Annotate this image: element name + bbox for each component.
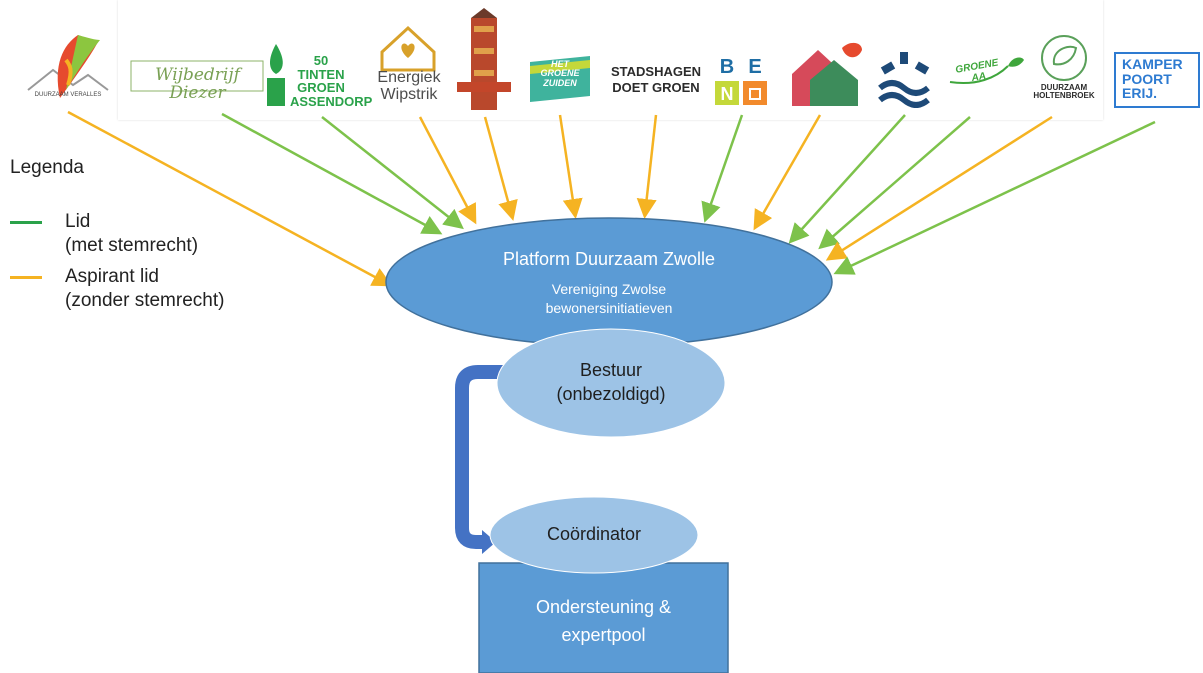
duurzaam-veralles-logo: DUURZAAM VERALLES: [18, 30, 118, 108]
membership-arrows: [67, 110, 1156, 287]
50-tinten-groen-logo: 50 TINTEN GROEN ASSENDORP: [264, 42, 373, 109]
legend-title: Legenda: [10, 157, 84, 178]
svg-text:E: E: [748, 56, 761, 78]
50-tinten-groen-text: 50 TINTEN GROEN ASSENDORP: [290, 53, 373, 109]
svg-text:B: B: [720, 56, 734, 78]
legend-member-swatch: [10, 221, 42, 224]
energiek-wipstrik-text: Energiek Wipstrik: [377, 69, 441, 103]
kamperpoort-erij-logo: KAMPER POORT ERIJ.: [1114, 52, 1200, 108]
arrow-bene: [701, 114, 744, 223]
connector-arrowhead: [482, 530, 496, 554]
legend-aspirant-label: Aspirant lid (zonder stemrecht): [65, 266, 225, 311]
arrow-lighthouse: [483, 116, 518, 221]
stadshagen-doet-groen-text: STADSHAGEN DOET GROEN: [610, 64, 702, 96]
support-label: Ondersteuning & expertpool: [535, 597, 672, 645]
arrow-het-groene-zuiden: [558, 114, 583, 219]
arrow-stadshagen-doet-groen: [636, 114, 658, 219]
coordinator-label: Coördinator: [546, 524, 642, 544]
arrow-groene-aa: [818, 116, 971, 250]
wijbedrijf-diezer-logo: Wijbedrijf Diezer: [130, 55, 265, 102]
platform-title: Platform Duurzaam Zwolle: [502, 249, 716, 269]
arrow-kamperpoort-erij: [833, 120, 1156, 275]
duurzaam-holtenbroek-logo: DUURZAAM HOLTENBROEK: [1024, 32, 1104, 110]
svg-text:N: N: [721, 84, 734, 104]
duurzaam-holtenbroek-text: DUURZAAM HOLTENBROEK: [1033, 83, 1095, 101]
platform-subtitle: Vereniging Zwolse bewonersinitiatieven: [545, 281, 673, 316]
groene-aa-logo: GROENE AA: [946, 52, 1028, 94]
legend-member-label: Lid (met stemrecht): [65, 211, 199, 256]
arrow-duurzaam-veralles: [67, 110, 393, 287]
wijbedrijf-diezer-text: Wijbedrijf Diezer: [155, 65, 240, 103]
coordinator-ellipse: [489, 496, 699, 574]
arrow-green-houses: [753, 114, 822, 231]
arrow-wijbedrijf-diezer: [221, 112, 443, 235]
stadshagen-doet-groen-logo: STADSHAGEN DOET GROEN: [602, 62, 710, 102]
legend-aspirant-swatch: [10, 276, 42, 279]
kamperpoort-erij-text: KAMPER POORT ERIJ.: [1122, 56, 1183, 102]
lighthouse-logo: [455, 8, 513, 114]
arrow-dots-wave: [788, 114, 906, 244]
het-groene-zuiden-logo: HET GROENE ZUIDEN: [528, 56, 592, 108]
dots-wave-logo: [870, 48, 940, 108]
arrow-energiek-wipstrik: [418, 116, 477, 225]
duurzaam-veralles-text: DUURZAAM VERALLES: [34, 92, 102, 98]
het-groene-zuiden-text: HET GROENE ZUIDEN: [540, 59, 580, 88]
arrow-duurzaam-holtenbroek: [825, 115, 1053, 261]
green-houses-logo: [788, 40, 864, 110]
bestuur-label: Bestuur (onbezoldigd): [556, 360, 666, 404]
energiek-wipstrik-logo: Energiek Wipstrik: [368, 22, 450, 112]
bene-logo: B E N: [713, 52, 773, 108]
bestuur-coordinator-connector: [455, 365, 505, 549]
bestuur-ellipse: [496, 328, 726, 438]
arrow-50-tinten-groen: [321, 116, 464, 230]
